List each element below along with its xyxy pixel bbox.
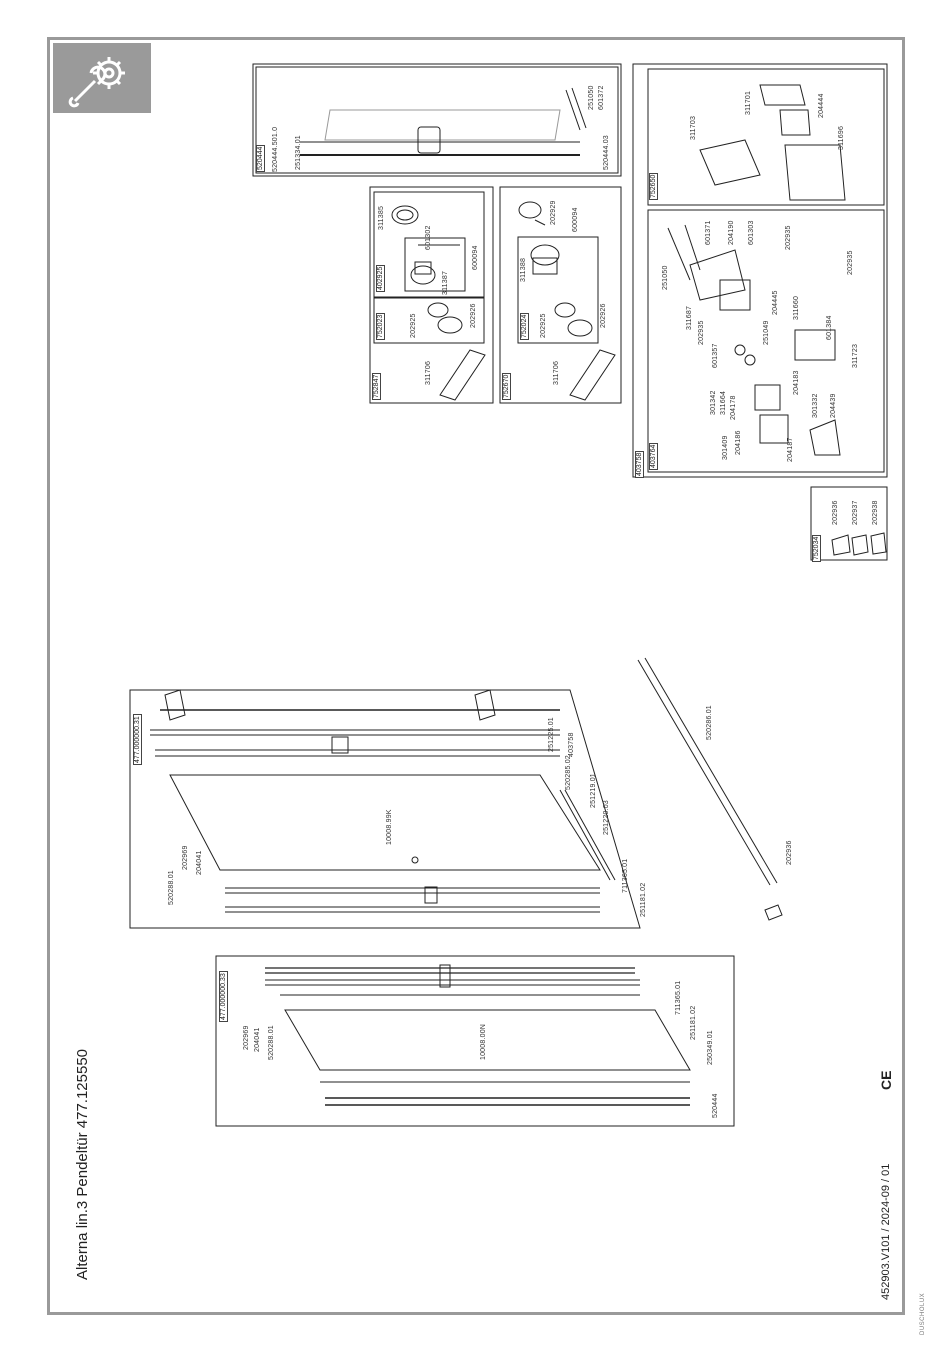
panel-label: 10008.00N [480,1023,487,1060]
part-label: 301342 [710,390,717,415]
part-label: 311706 [425,360,432,385]
part-label: 600094 [572,207,579,232]
part-label: 311660 [793,295,800,320]
tools-gear-wrench-icon [53,43,151,113]
ce-mark: CE [878,1070,894,1090]
part-label: 204439 [830,393,837,418]
box-tag: 752847 [372,372,381,400]
box-tag: 403764 [649,442,658,470]
part-label: 202938 [872,500,879,525]
part-label: 600094 [472,245,479,270]
part-label: 520288.01 [268,1025,275,1060]
part-label: 301409 [722,435,729,460]
part-label: 311385 [378,205,385,230]
part-label: 601302 [425,225,432,250]
part-label: 202935 [847,250,854,275]
part-label: 520285.02 [565,755,572,790]
box-tag: 752024 [520,312,529,340]
part-label: 202935 [698,320,705,345]
part-label: 520444.501.0 [272,126,279,172]
part-label: 520444 [712,1093,719,1118]
part-label: 202925 [540,313,547,338]
part-label: 204041 [254,1027,261,1052]
document-title: Alterna lin.3 Pendeltür 477.125550 [74,1048,91,1280]
part-label: 202926 [600,303,607,328]
part-label: 311706 [553,360,560,385]
part-label: 311664 [720,390,727,415]
part-label: 711365.01 [675,980,682,1015]
part-label: 202937 [852,500,859,525]
part-label: 251050 [588,85,595,110]
part-label: 202929 [550,200,557,225]
part-label: 251050 [662,265,669,290]
part-label: 202926 [470,303,477,328]
part-label: 202925 [410,313,417,338]
part-label: 202936 [786,840,793,865]
part-label: 520286.01 [706,705,713,740]
part-label: 204187 [787,437,794,462]
part-label: 202969 [243,1025,250,1050]
part-label: 601384 [826,315,833,340]
brand-logo: DUSCHOLUX [920,1292,926,1335]
part-label: 711365.01 [622,858,629,893]
part-label: 301332 [812,393,819,418]
part-label: 204190 [728,220,735,245]
part-label: 311696 [838,125,845,150]
part-label: 251219.01 [590,773,597,808]
box-tag: 752034 [812,534,821,562]
part-label: 601371 [705,220,712,245]
part-label: 311701 [745,90,752,115]
box-tag: 752023 [376,312,385,340]
box-tag: 477.000000.31 [133,714,142,765]
part-label: 311387 [442,270,449,295]
part-label: 202935 [785,225,792,250]
box-tag: 477.000000.33 [219,971,228,1022]
part-label: 251181.02 [690,1005,697,1040]
part-label: 202936 [832,500,839,525]
part-label: 311687 [686,305,693,330]
page-frame [47,37,905,1315]
panel-label: 10008.99K [386,809,393,845]
document-number: 452903.V101 / 2024-09 / 01 [880,1163,892,1300]
part-label: 251181.02 [640,882,647,917]
part-label: 311388 [520,257,527,282]
part-label: 204178 [730,395,737,420]
part-label: 202969 [182,845,189,870]
part-label: 601357 [712,343,719,368]
part-label: 250349.01 [707,1030,714,1065]
part-label: 204186 [735,430,742,455]
box-tag: 520444 [256,144,265,172]
box-tag: 752670 [502,372,511,400]
part-label: 520444.03 [603,135,610,170]
part-label: 204444 [818,93,825,118]
part-label: 311723 [852,343,859,368]
part-label: 204445 [772,290,779,315]
part-label: 601303 [748,220,755,245]
part-label: 403758 [568,732,575,757]
part-label: 251334.01 [295,135,302,170]
part-label: 251220.03 [603,800,610,835]
part-label: 204041 [196,850,203,875]
part-label: 204183 [793,370,800,395]
box-tag: 752650 [649,172,658,200]
part-label: 251225.01 [548,717,555,752]
part-label: 601372 [598,85,605,110]
part-label: 311703 [690,115,697,140]
part-label: 251049 [763,320,770,345]
part-label: 520288.01 [168,870,175,905]
box-tag: 403758 [635,450,644,478]
box-tag: 402925 [376,264,385,292]
